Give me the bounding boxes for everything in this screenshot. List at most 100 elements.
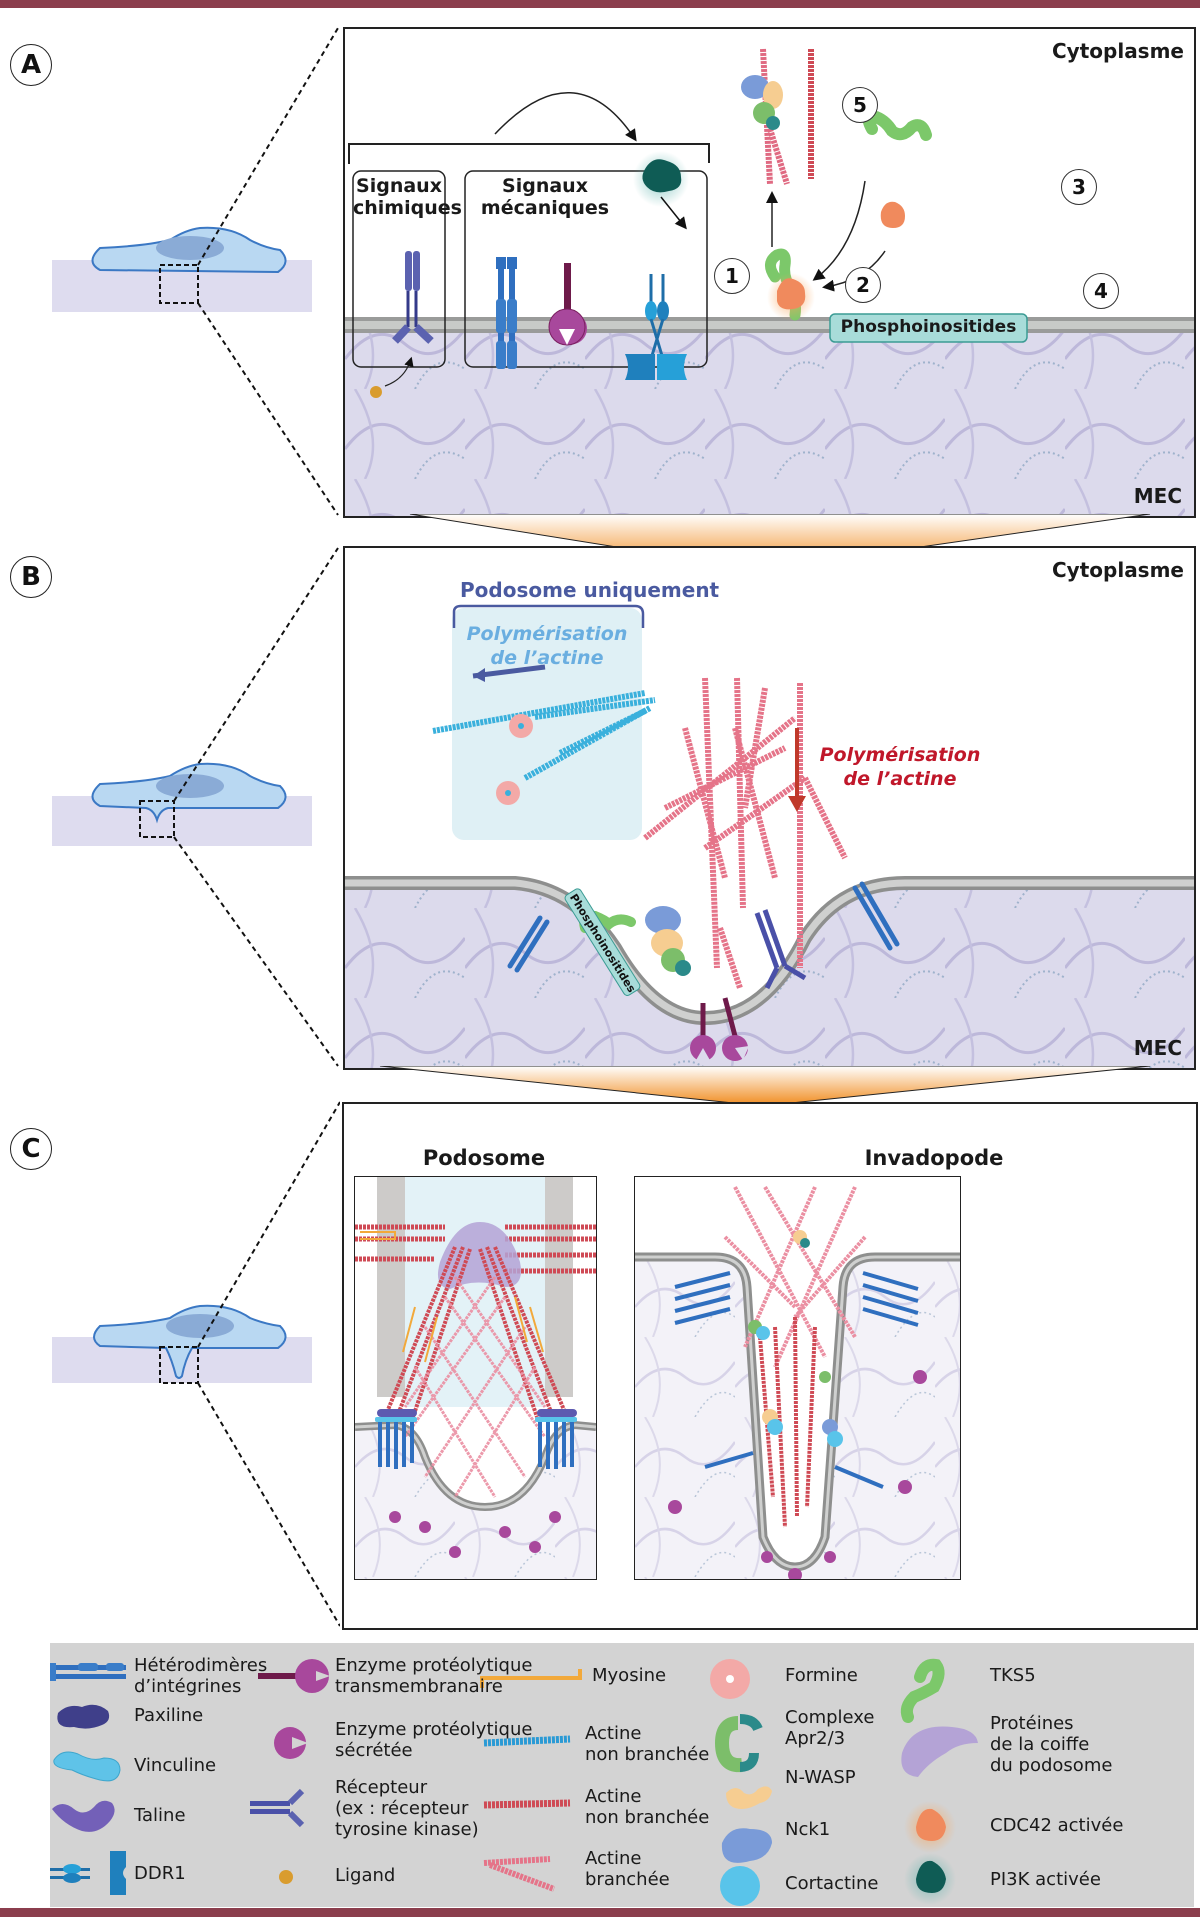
legend-icons [50, 1658, 978, 1906]
protein-complexes [748, 1230, 843, 1447]
ecm-region [345, 883, 1194, 1068]
unbranched-actin-blue-icon [432, 690, 656, 781]
ecm-region [355, 1425, 596, 1579]
pi3k-icon [916, 1860, 946, 1893]
legend-label-n-wasp: N-WASP [785, 1767, 856, 1788]
transmembrane-protease-icon [258, 1659, 330, 1693]
legend-label-nck1: Nck1 [785, 1819, 831, 1840]
ecm-label: MEC [1133, 1036, 1182, 1060]
secreted-protease-icon [389, 1511, 561, 1558]
legend-label-cdc42: CDC42 activée [990, 1815, 1124, 1836]
panel-b-illustration: Phosphoinositides [345, 604, 1194, 1068]
panel-a-illustration [345, 48, 1194, 516]
legend-label-cortactin: Cortactine [785, 1873, 879, 1894]
n-wasp-icon [763, 81, 783, 109]
panel-a-box: Cytoplasme MEC Signaux chimiques Signaux… [343, 27, 1196, 518]
branched-actin-icon [741, 48, 814, 185]
legend-label-paxillin: Paxiline [134, 1705, 204, 1726]
zoom-region [159, 264, 199, 304]
n-wasp-icon [726, 1786, 772, 1809]
top-frame-bar [0, 0, 1200, 8]
integrin-heterodimer-icon [507, 881, 900, 973]
ecm-region [345, 331, 1194, 516]
integrin-heterodimer-icon [496, 257, 517, 369]
signal-arrow [494, 92, 637, 142]
formin-icon [710, 1659, 750, 1699]
cortactin-icon [720, 1866, 760, 1906]
legend-label-myosin: Myosine [592, 1665, 667, 1686]
ligand-icon [279, 1870, 293, 1884]
ddr1-icon [50, 1851, 126, 1895]
ecm-label: MEC [1133, 484, 1182, 508]
vinculin-icon [375, 1417, 577, 1422]
arp23-complex-icon [714, 1714, 763, 1773]
tks5-free-icon [862, 110, 932, 141]
vinculin-icon [53, 1751, 121, 1782]
invadopode-subpanel [634, 1176, 961, 1580]
polymerisation-right-label: Polymérisation de l’actine [819, 744, 981, 790]
branched-actin-network [643, 677, 848, 989]
nck1-icon [721, 1828, 772, 1863]
nck1-icon [741, 75, 769, 99]
talin-icon [52, 1800, 115, 1832]
polymerisation-left-label: Polymérisation de l’actine [466, 623, 628, 669]
bottom-frame-bar [0, 1908, 1200, 1917]
ligand-icon [370, 386, 382, 398]
myosin-icon [360, 1231, 544, 1363]
invadopode-title: Invadopode [864, 1146, 1004, 1170]
unbranched-actin-red-icon [483, 1799, 571, 1809]
podosome-subpanel [354, 1176, 597, 1580]
phosphoinositides-label: Phosphoinositides [840, 317, 1017, 337]
cdc42-icon [777, 278, 806, 310]
pi3k-icon [642, 159, 682, 193]
step-2-badge: 2 [845, 267, 881, 303]
phosphoinositides-box [564, 888, 641, 996]
podosome-title: Podosome [422, 1146, 546, 1170]
integrin-heterodimer-icon [50, 1663, 126, 1681]
legend-label-ddr1: DDR1 [134, 1863, 186, 1884]
legend-label-vinculin: Vinculine [134, 1755, 217, 1776]
podosome-cap-icon [901, 1726, 978, 1777]
panel-b-label: B [10, 556, 52, 598]
panel-a-label: A [10, 44, 52, 86]
podosome-cap-icon [437, 1222, 521, 1289]
mechanical-signals-label: Signaux mécaniques [480, 175, 610, 219]
step-4-badge: 4 [1083, 273, 1119, 309]
transmembrane-protease-icon [548, 263, 587, 346]
step-3-badge: 3 [1061, 169, 1097, 205]
phosphoinositides-box [829, 313, 1028, 343]
legend-label-talin: Taline [134, 1805, 186, 1826]
step-1-badge: 1 [714, 258, 750, 294]
tks5-icon [900, 1658, 945, 1723]
chemical-signals-label: Signaux chimiques [353, 175, 462, 219]
panel-c-label: C [10, 1128, 52, 1170]
chemical-signals-box [352, 170, 446, 368]
myosin-icon [480, 1669, 582, 1688]
podosome-only-box [452, 608, 642, 840]
podosome-illustration [355, 1177, 596, 1579]
receptor-icon [250, 1788, 305, 1828]
legend-label-tks5: TKS5 [990, 1665, 1036, 1686]
secreted-protease-icon [274, 1727, 308, 1759]
branched-actin-mesh [403, 1276, 547, 1498]
integrin-heterodimer-icon [378, 1417, 574, 1469]
talin-icon [377, 1409, 577, 1417]
cytoplasm-label: Cytoplasme [1052, 558, 1184, 582]
legend-label-pi3k: PI3K activée [990, 1869, 1101, 1890]
panel-b-cell-thumbnail [52, 547, 339, 1067]
zoom-funnel-b-c [379, 1066, 1151, 1107]
unbranched-actin-blue-icon [483, 1735, 571, 1747]
mechanical-signals-box [464, 170, 708, 368]
cytoplasm-label: Cytoplasme [1052, 39, 1184, 63]
ecm-region [635, 1257, 960, 1579]
integrin-heterodimer-icon [674, 1271, 919, 1489]
receptor-icon [392, 251, 434, 344]
legend-label-formin: Formine [785, 1665, 858, 1686]
